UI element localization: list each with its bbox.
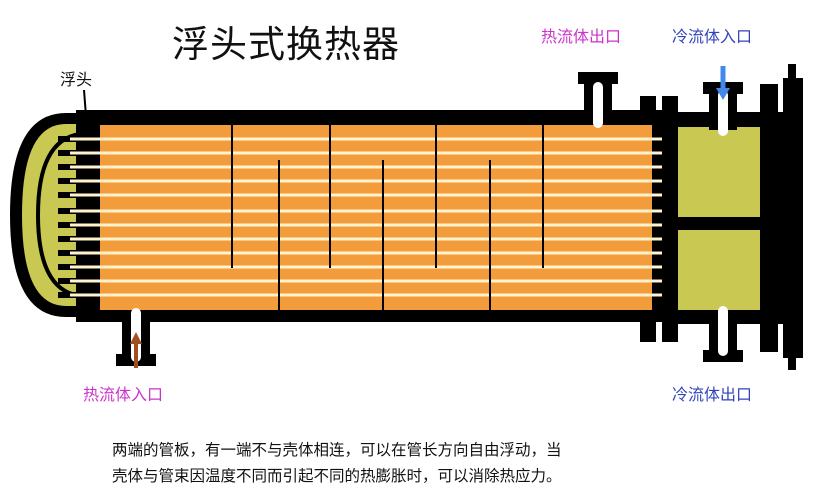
channel-cover-plate-left [760, 84, 778, 352]
channel-head [640, 64, 803, 370]
nozzle-hot-inlet [116, 308, 156, 368]
hot-inlet-arrowhead [130, 332, 142, 344]
floating-head-label: 浮头 [60, 70, 93, 89]
cover-bolt-top [788, 64, 796, 84]
description-line-1: 两端的管板，有一端不与壳体相连，可以在管长方向自由浮动，当 [112, 441, 562, 459]
nozzle-hot-outlet [578, 72, 618, 128]
nozzle-cold-inlet [703, 66, 743, 136]
diagram-title: 浮头式换热器 [172, 23, 400, 66]
nozzle-cold-outlet [703, 306, 743, 362]
flange-2 [662, 96, 678, 124]
tube-bundle [58, 136, 680, 298]
baffles [231, 125, 544, 310]
flange-3 [640, 314, 656, 342]
left-tube-sheet [82, 125, 100, 310]
flange-4 [662, 314, 678, 342]
cover-bolt-bottom [788, 352, 796, 370]
channel-cover-plate [783, 78, 803, 358]
cold-fluid-outlet-label: 冷流体出口 [672, 385, 753, 404]
shell [76, 110, 674, 322]
description-line-2: 壳体与管束因温度不同而引起不同的热膨胀时，可以消除热应力。 [112, 467, 562, 485]
hot-fluid-inlet-label: 热流体入口 [83, 385, 164, 404]
cold-fluid-inlet-label: 冷流体入口 [672, 27, 753, 46]
shell-fill [100, 125, 656, 310]
channel-pass-partition [678, 217, 778, 230]
hot-fluid-outlet-label: 热流体出口 [541, 27, 622, 46]
cold-inlet-arrowhead [716, 88, 730, 100]
flange-1 [640, 96, 656, 124]
floating-head-inner-line [35, 132, 81, 298]
